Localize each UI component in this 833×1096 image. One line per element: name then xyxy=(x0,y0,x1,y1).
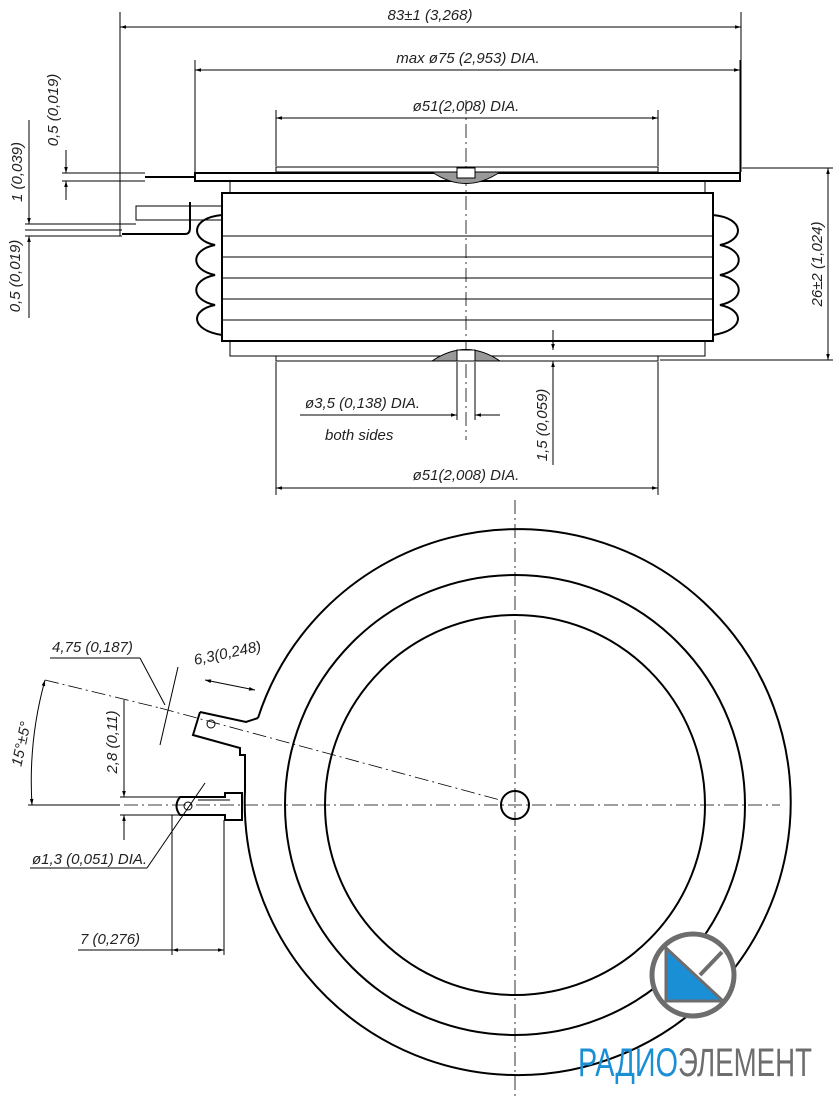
logo-text-part1: РАДИО xyxy=(578,1041,678,1085)
angle-label: 15°±5° xyxy=(9,720,35,768)
top-view xyxy=(44,500,792,1096)
logo-text-part2: ЭЛЕМЕНТ xyxy=(678,1041,812,1085)
flange-dia-label: max ø75 (2,953) DIA. xyxy=(396,50,539,67)
overall-width-label: 83±1 (3,268) xyxy=(388,7,473,24)
lead-hole-dia-label: ø1,3 (0,051) DIA. xyxy=(32,851,147,868)
radioelement-logo: РАДИО ЭЛЕМЕНТ xyxy=(578,931,812,1085)
side-view xyxy=(122,100,741,440)
height-label: 26±2 (1,024) xyxy=(809,222,826,308)
bottom-contact-dia-label: ø51(2,008) DIA. xyxy=(413,467,520,484)
lead-spacing-label: 2,8 (0,11) xyxy=(104,710,121,774)
lead-gap-label: 1 (0,039) xyxy=(9,142,26,202)
hole-note-label: both sides xyxy=(325,427,394,444)
tab-length-label: 6,3(0,248) xyxy=(192,638,262,669)
flange-thk-label: 0,5 (0,019) xyxy=(45,74,62,147)
lead-length-label: 7 (0,276) xyxy=(80,931,140,948)
tab-width-label: 4,75 (0,187) xyxy=(52,639,133,656)
lead-thk-label: 0,5 (0,019) xyxy=(7,240,24,313)
hole-depth-label: 1,5 (0,059) xyxy=(534,389,551,462)
top-contact-dia-label: ø51(2,008) DIA. xyxy=(413,98,520,115)
side-dimensions: 83±1 (3,268) max ø75 (2,953) DIA. ø51(2,… xyxy=(7,7,833,495)
hole-dia-label: ø3,5 (0,138) DIA. xyxy=(305,395,420,412)
